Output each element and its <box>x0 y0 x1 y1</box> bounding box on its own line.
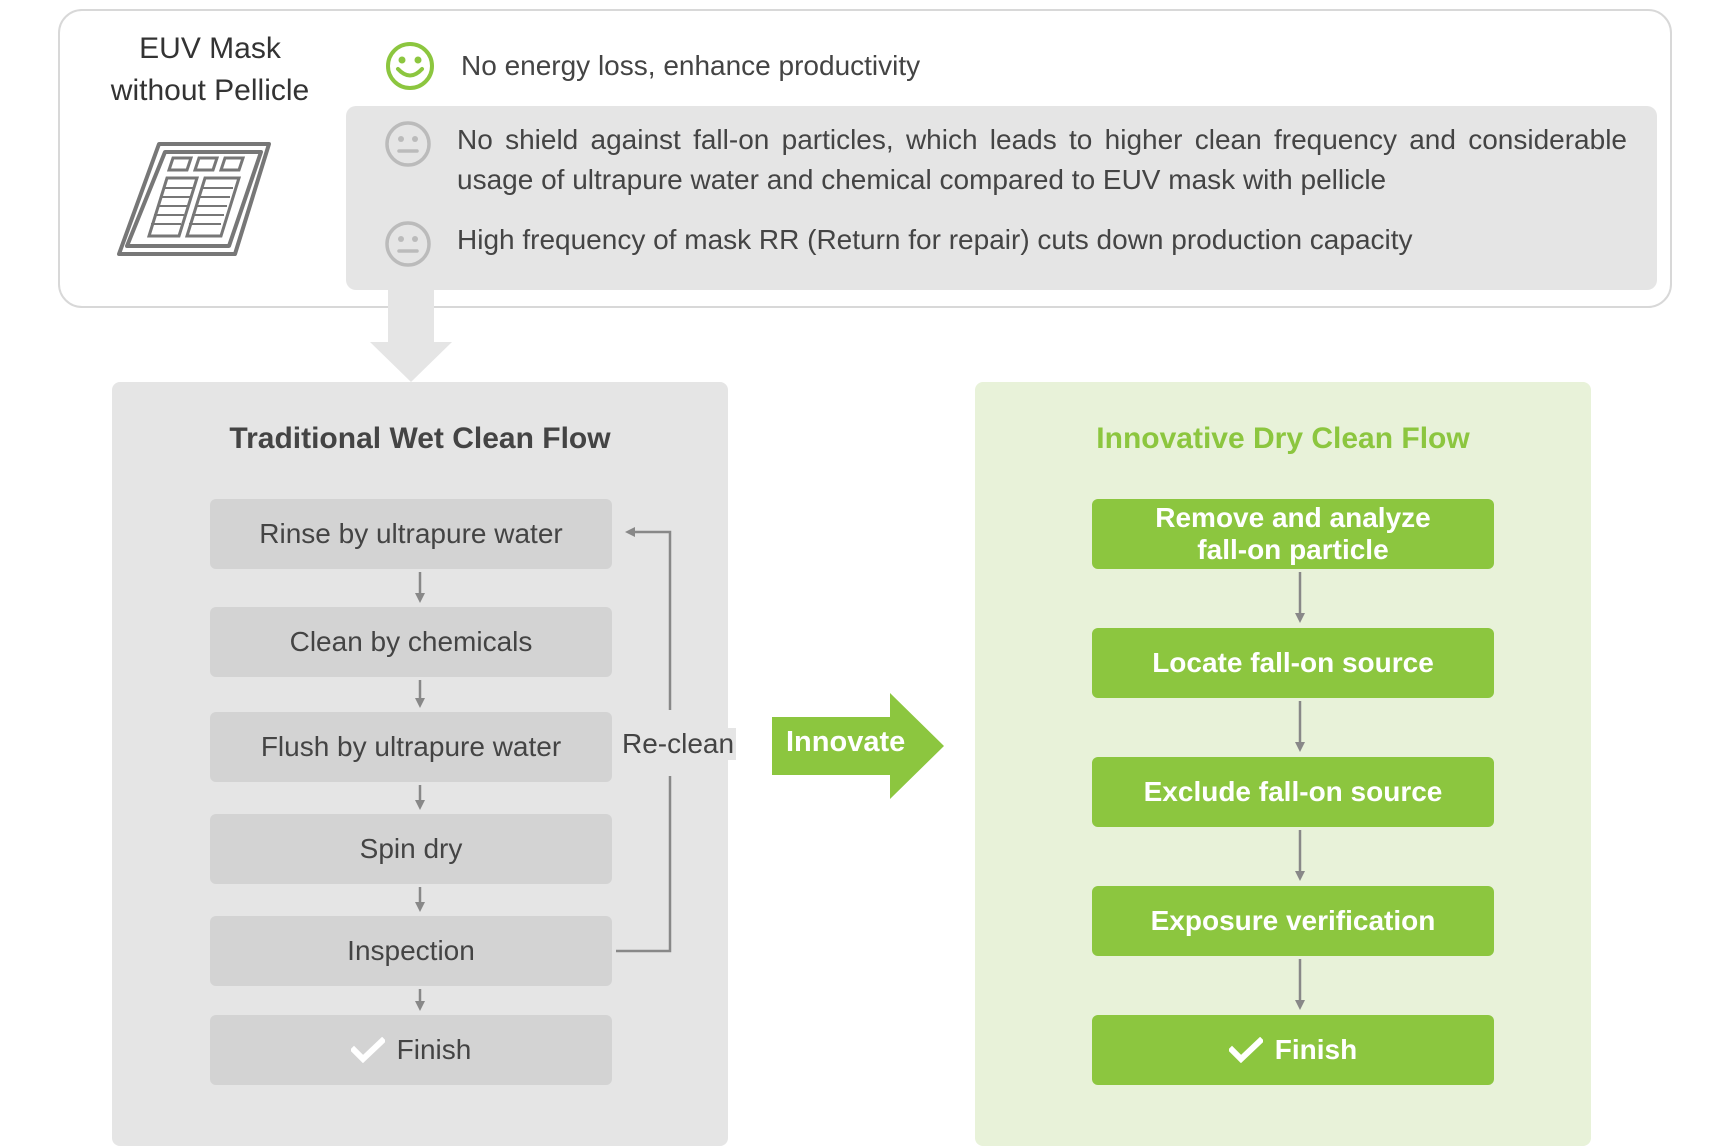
wet-finish-label: Finish <box>396 1034 472 1065</box>
pro-text: No energy loss, enhance productivity <box>461 50 921 81</box>
dry-flow-title: Innovative Dry Clean Flow <box>1096 422 1470 455</box>
reclean-loop-upper <box>625 527 672 710</box>
down-arrow-icon <box>370 290 452 382</box>
dry-step-finish: Finish <box>1092 1015 1494 1085</box>
wet-step-rinse: Rinse by ultrapure water <box>210 499 612 569</box>
checkmark-icon <box>1228 1037 1263 1063</box>
dry-step-remove-analyze-label: Remove and analyze fall-on particle <box>1155 502 1431 565</box>
reclean-loop-lower <box>616 776 672 953</box>
wet-flow-title: Traditional Wet Clean Flow <box>229 422 611 455</box>
cons-box: No shield against fall-on particles, whi… <box>346 106 1657 290</box>
dry-step-locate: Locate fall-on source <box>1092 628 1494 698</box>
innovate-label: Innovate <box>786 726 906 758</box>
dry-step-exclude: Exclude fall-on source <box>1092 757 1494 827</box>
dry-finish-label: Finish <box>1274 1034 1358 1065</box>
pro-item: No energy loss, enhance productivity <box>384 40 920 92</box>
dry-step-remove-analyze: Remove and analyze fall-on particle <box>1092 499 1494 569</box>
checkmark-icon <box>350 1037 385 1063</box>
reclean-label: Re-clean <box>620 728 737 760</box>
wet-step-inspection: Inspection <box>210 916 612 986</box>
neutral-face-icon <box>385 121 431 167</box>
con-item: No shield against fall-on particles, whi… <box>384 120 1627 200</box>
mask-title: EUV Mask without Pellicle <box>75 28 345 112</box>
con-item: High frequency of mask RR (Return for re… <box>384 220 1627 268</box>
wet-step-spin-dry: Spin dry <box>210 814 612 884</box>
mask-title-line2: without Pellicle <box>110 74 310 107</box>
wet-step-clean: Clean by chemicals <box>210 607 612 677</box>
happy-face-icon <box>386 42 434 90</box>
con-text: High frequency of mask RR (Return for re… <box>457 224 1413 255</box>
dry-step-exposure: Exposure verification <box>1092 886 1494 956</box>
wet-step-flush: Flush by ultrapure water <box>210 712 612 782</box>
euv-mask-icon <box>117 142 271 256</box>
con-text: No shield against fall-on particles, whi… <box>457 124 1627 195</box>
mask-title-line1: EUV Mask <box>139 32 281 65</box>
neutral-face-icon <box>385 221 431 267</box>
wet-step-finish: Finish <box>210 1015 612 1085</box>
innovate-arrow-icon <box>772 693 944 799</box>
